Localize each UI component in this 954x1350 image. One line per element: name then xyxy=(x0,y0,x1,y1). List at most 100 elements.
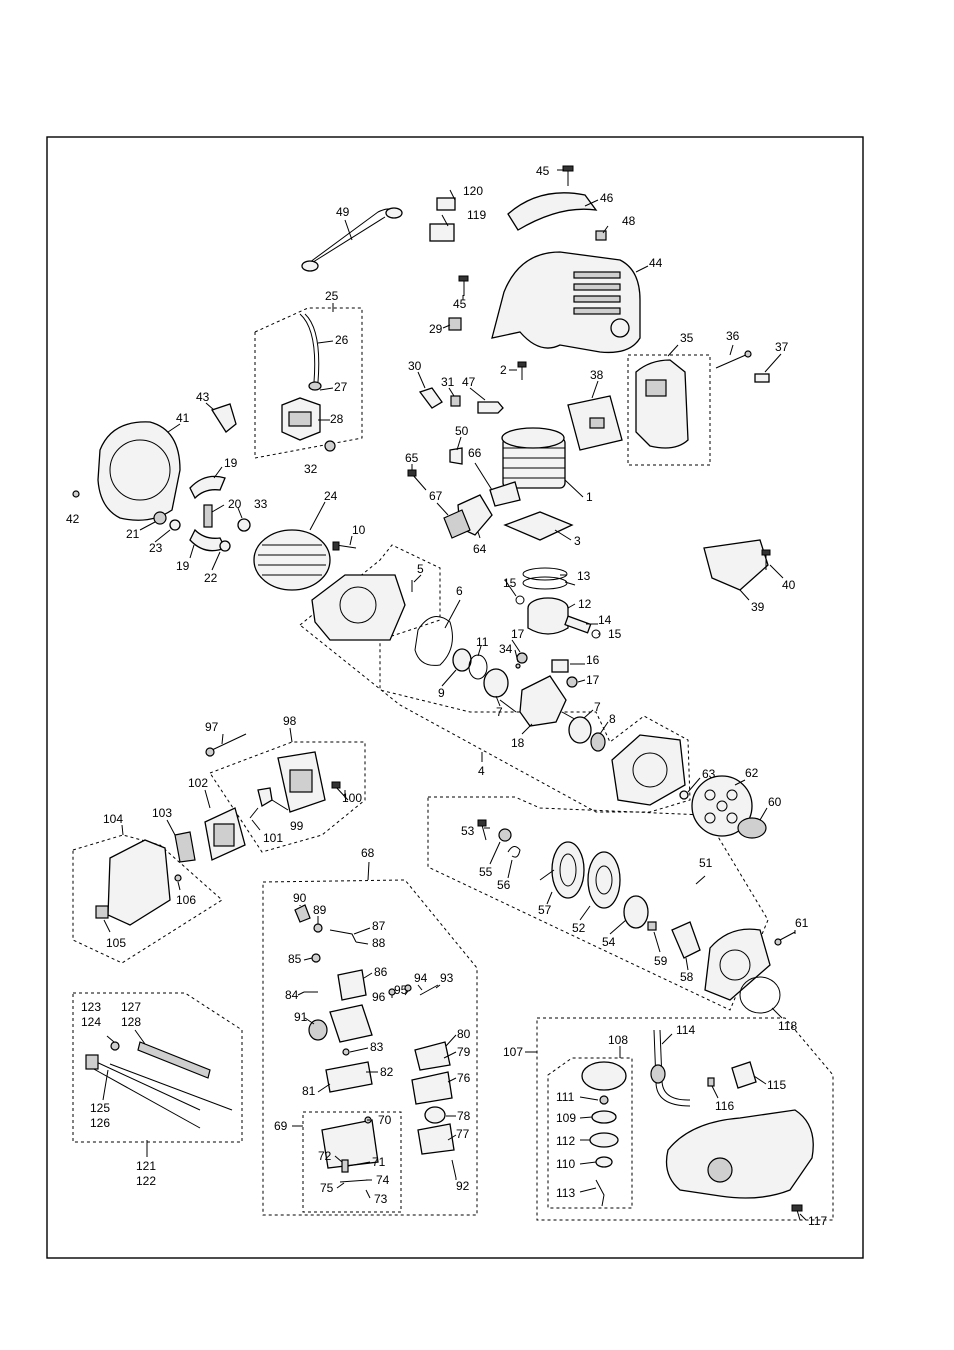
label-95: 95 xyxy=(394,983,408,997)
label-15a: 15 xyxy=(503,576,517,590)
label-71: 71 xyxy=(372,1155,386,1169)
label-5: 5 xyxy=(417,562,424,576)
label-42: 42 xyxy=(66,512,80,526)
label-63: 63 xyxy=(702,767,716,781)
label-51: 51 xyxy=(699,856,713,870)
label-61: 61 xyxy=(795,916,809,930)
label-38: 38 xyxy=(590,368,604,382)
label-121: 121 xyxy=(136,1159,156,1173)
label-80: 80 xyxy=(457,1027,471,1041)
label-120: 120 xyxy=(463,184,483,198)
label-53: 53 xyxy=(461,824,475,838)
label-78: 78 xyxy=(457,1109,471,1123)
label-91: 91 xyxy=(294,1010,308,1024)
label-72: 72 xyxy=(318,1149,332,1163)
label-84: 84 xyxy=(285,988,299,1002)
label-60: 60 xyxy=(768,795,782,809)
label-127: 127 xyxy=(121,1000,141,1014)
label-118: 118 xyxy=(778,1019,797,1033)
group-outlines xyxy=(72,307,834,1221)
label-3: 3 xyxy=(574,534,581,548)
part-shapes xyxy=(72,165,814,1221)
label-40: 40 xyxy=(782,578,796,592)
label-76: 76 xyxy=(457,1071,471,1085)
label-36: 36 xyxy=(726,329,740,343)
label-89: 89 xyxy=(313,903,327,917)
label-49: 49 xyxy=(336,205,350,219)
label-68: 68 xyxy=(361,846,375,860)
label-67: 67 xyxy=(429,489,443,503)
label-9: 9 xyxy=(438,686,445,700)
label-26: 26 xyxy=(335,333,349,347)
label-86: 86 xyxy=(374,965,388,979)
label-58: 58 xyxy=(680,970,694,984)
label-74: 74 xyxy=(376,1173,390,1187)
label-39: 39 xyxy=(751,600,765,614)
label-110: 110 xyxy=(556,1157,575,1171)
label-102: 102 xyxy=(188,776,208,790)
label-93: 93 xyxy=(440,971,454,985)
label-94: 94 xyxy=(414,971,428,985)
label-98: 98 xyxy=(283,714,297,728)
label-25: 25 xyxy=(325,289,339,303)
diagram-frame xyxy=(46,136,864,1259)
label-87: 87 xyxy=(372,919,386,933)
label-88: 88 xyxy=(372,936,386,950)
label-28: 28 xyxy=(330,412,344,426)
label-101: 101 xyxy=(263,831,283,845)
label-107: 107 xyxy=(503,1045,523,1059)
label-4: 4 xyxy=(478,764,485,778)
label-16: 16 xyxy=(586,653,600,667)
label-83: 83 xyxy=(370,1040,384,1054)
label-65: 65 xyxy=(405,451,419,465)
label-17b: 17 xyxy=(586,673,600,687)
label-14: 14 xyxy=(598,613,612,627)
label-55: 55 xyxy=(479,865,493,879)
label-85: 85 xyxy=(288,952,302,966)
label-21: 21 xyxy=(126,527,140,541)
label-15b: 15 xyxy=(608,627,622,641)
label-69: 69 xyxy=(274,1119,288,1133)
label-96: 96 xyxy=(372,990,386,1004)
label-81: 81 xyxy=(302,1084,316,1098)
label-116: 116 xyxy=(715,1099,734,1113)
label-2: 2 xyxy=(500,363,507,377)
label-128: 128 xyxy=(121,1015,141,1029)
label-45b: 45 xyxy=(453,297,467,311)
label-75: 75 xyxy=(320,1181,334,1195)
label-117: 117 xyxy=(808,1214,827,1228)
label-105: 105 xyxy=(106,936,126,950)
label-47: 47 xyxy=(462,375,476,389)
label-100: 100 xyxy=(342,791,362,805)
label-92: 92 xyxy=(456,1179,470,1193)
label-50: 50 xyxy=(455,424,469,438)
label-113: 113 xyxy=(556,1186,575,1200)
label-29: 29 xyxy=(429,322,443,336)
label-119: 119 xyxy=(467,208,486,222)
label-59: 59 xyxy=(654,954,668,968)
label-99: 99 xyxy=(290,819,304,833)
label-106: 106 xyxy=(176,893,196,907)
label-34: 34 xyxy=(499,642,513,656)
label-46: 46 xyxy=(600,191,614,205)
label-43: 43 xyxy=(196,390,210,404)
label-125: 125 xyxy=(90,1101,110,1115)
label-112: 112 xyxy=(556,1134,575,1148)
label-79: 79 xyxy=(457,1045,471,1059)
label-19a: 19 xyxy=(224,456,238,470)
label-73: 73 xyxy=(374,1192,388,1206)
label-45a: 45 xyxy=(536,164,550,178)
label-30: 30 xyxy=(408,359,422,373)
leader-lines xyxy=(102,169,807,1221)
label-111: 111 xyxy=(556,1090,575,1104)
label-44: 44 xyxy=(649,256,663,270)
label-90: 90 xyxy=(293,891,307,905)
label-126: 126 xyxy=(90,1116,110,1130)
label-64: 64 xyxy=(473,542,487,556)
label-62: 62 xyxy=(745,766,759,780)
label-97: 97 xyxy=(205,720,219,734)
label-124: 124 xyxy=(81,1015,101,1029)
label-103: 103 xyxy=(152,806,172,820)
label-66: 66 xyxy=(468,446,482,460)
